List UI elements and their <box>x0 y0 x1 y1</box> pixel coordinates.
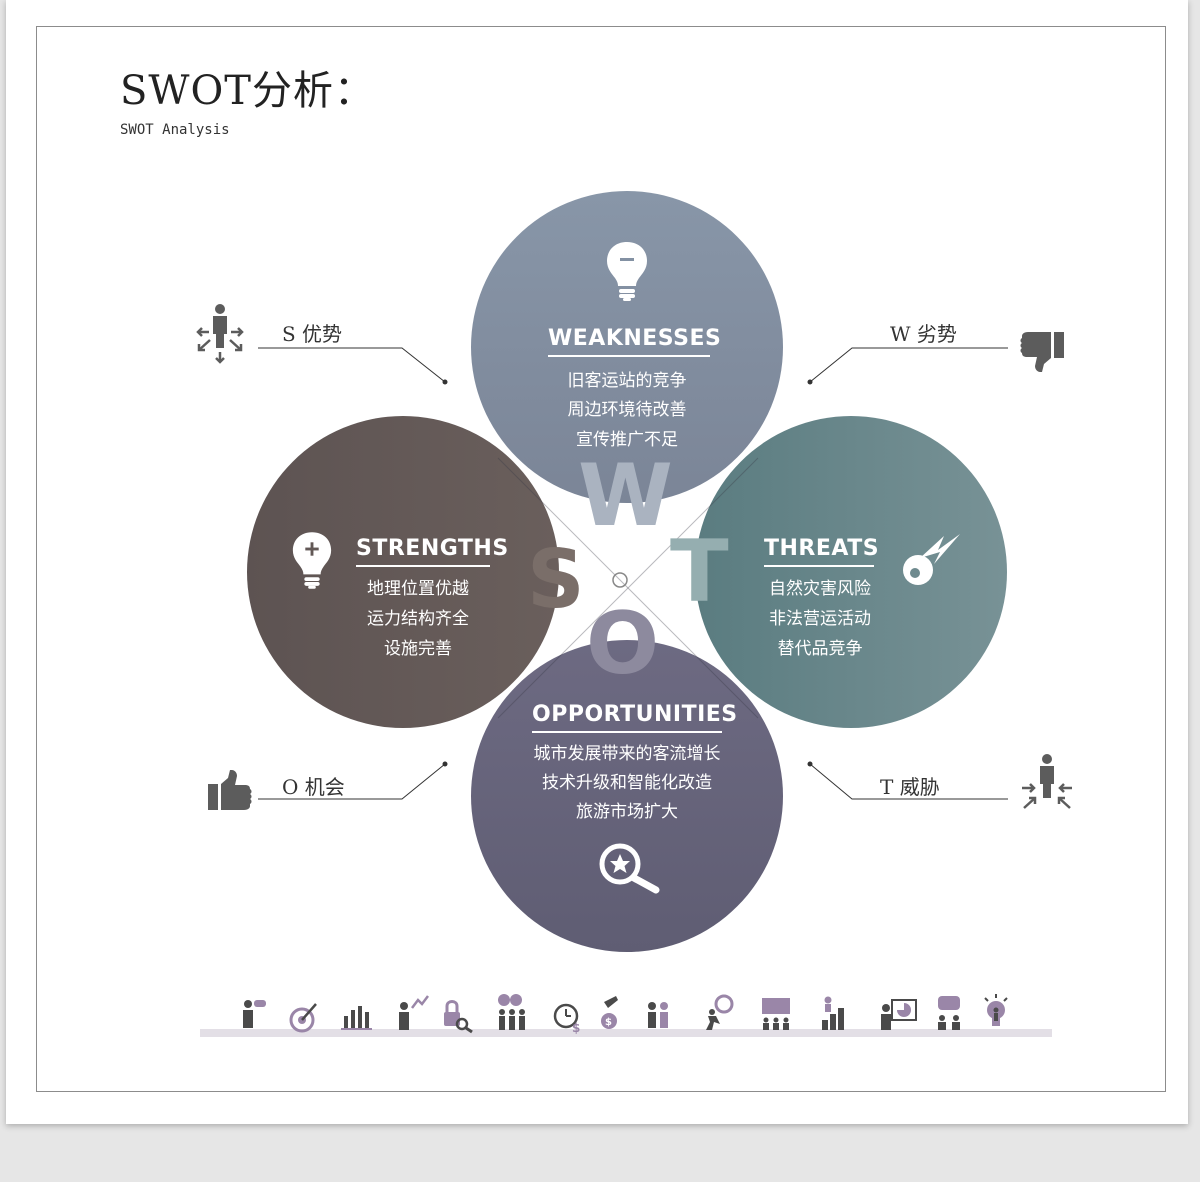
center-letter-s: S <box>527 533 585 626</box>
person-arrows-in-icon <box>1022 754 1072 809</box>
magnifier-star-icon <box>599 843 660 894</box>
person-binoculars-icon <box>243 1000 266 1028</box>
strengths-line-1: 地理位置优越 <box>367 579 469 599</box>
person-arrows-out-icon <box>196 304 244 364</box>
thumbs-down-icon <box>1020 332 1064 372</box>
side-label-o: O 机会 <box>282 775 345 799</box>
lightbulb-minus-icon <box>607 242 647 301</box>
target-arrow-icon <box>289 1003 317 1033</box>
center-letter-w: W <box>578 446 673 546</box>
opportunities-heading: OPPORTUNITIES <box>532 702 737 733</box>
weaknesses-heading: WEAKNESSES <box>548 326 721 357</box>
side-label-s: S 优势 <box>282 322 343 346</box>
content-frame <box>36 26 1166 1092</box>
hand-money-bag-icon: $ <box>601 996 618 1029</box>
page-title: SWOT分析： <box>120 68 375 114</box>
svg-text:$: $ <box>572 1021 580 1035</box>
threats-petal <box>695 416 1007 728</box>
center-letter-o: O <box>586 594 660 694</box>
side-label-w: W 劣势 <box>890 322 957 346</box>
strengths-line-2: 运力结构齐全 <box>367 609 469 629</box>
weaknesses-line-1: 旧客运站的竞争 <box>567 371 687 391</box>
thumbs-up-icon <box>208 770 252 810</box>
podium-climber-icon <box>822 996 844 1030</box>
opportunities-petal <box>471 640 783 952</box>
threats-line-1: 自然灾害风险 <box>769 579 871 599</box>
opportunities-line-2: 技术升级和智能化改造 <box>542 773 712 793</box>
presenter-pie-icon <box>881 999 917 1030</box>
side-label-t: T 威胁 <box>880 775 940 799</box>
center-letter-t: T <box>670 522 729 622</box>
team-meeting-icon <box>648 1002 668 1028</box>
bar-chart-icon <box>341 1006 372 1030</box>
threats-line-3: 替代品竞争 <box>777 639 863 659</box>
threats-line-2: 非法营运活动 <box>769 609 871 629</box>
opportunities-line-1: 城市发展带来的客流增长 <box>533 744 721 764</box>
weaknesses-line-3: 宣传推广不足 <box>576 430 678 450</box>
page-subtitle: SWOT Analysis <box>120 122 230 138</box>
audience-screen-icon <box>762 998 790 1030</box>
runner-magnifier-icon <box>706 994 734 1030</box>
svg-text:$: $ <box>605 1017 612 1028</box>
meteor-icon <box>903 534 960 585</box>
strengths-line-3: 设施完善 <box>384 639 452 659</box>
strengths-heading: STRENGTHS <box>356 536 508 567</box>
opportunities-line-3: 旅游市场扩大 <box>576 802 678 822</box>
chat-bubble-people-icon <box>938 996 960 1030</box>
weaknesses-line-2: 周边环境待改善 <box>567 400 687 420</box>
lock-magnifier-icon <box>444 1000 473 1034</box>
clock-money-icon: $ <box>553 1003 580 1035</box>
team-gears-icon <box>498 994 525 1030</box>
lightbulb-plus-icon <box>292 532 332 589</box>
strengths-petal <box>247 416 559 728</box>
lightbulb-person-icon <box>984 994 1008 1026</box>
threats-heading: THREATS <box>764 536 879 567</box>
presenter-chart-icon <box>399 995 429 1030</box>
